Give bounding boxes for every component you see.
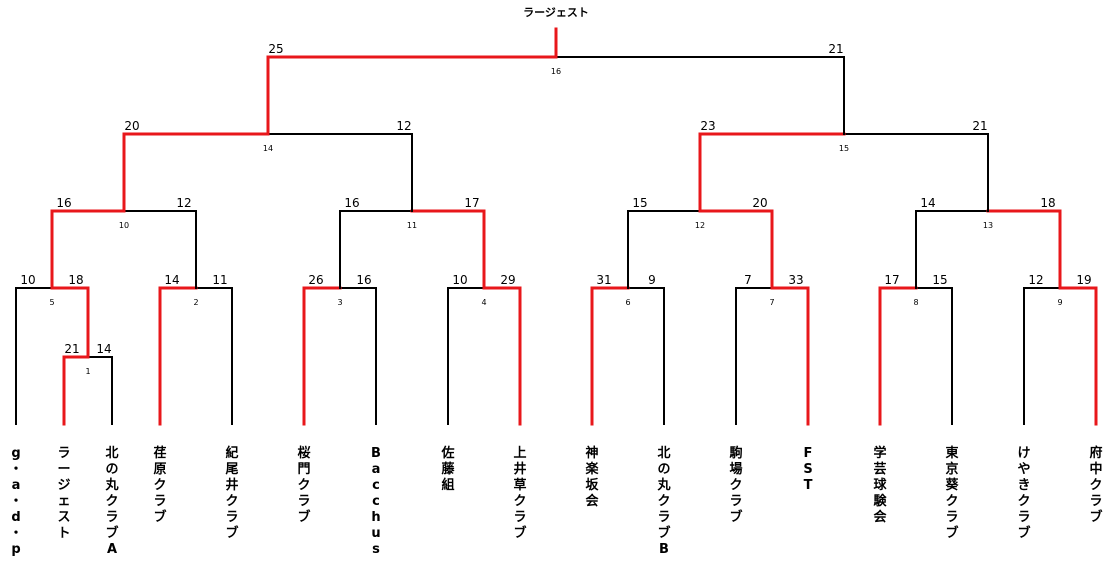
match-score: 31 [596, 273, 611, 287]
match-score: 21 [828, 42, 843, 56]
bracket-labels: 21 14 1 10 18 5 14 11 2 26 16 3 10 29 4 31 9 6 7 33 7 17 15 8 12… [20, 42, 1091, 376]
match-number: 8 [913, 298, 918, 307]
match-score: 23 [700, 119, 715, 133]
match-number: 12 [695, 221, 705, 230]
match-score: 25 [268, 42, 283, 56]
match-score: 20 [752, 196, 767, 210]
match-number: 7 [769, 298, 774, 307]
team-name: 上井草クラブ [513, 446, 526, 541]
match-score: 17 [884, 273, 899, 287]
team-name: 神楽坂会 [584, 445, 599, 509]
match-score: 29 [500, 273, 515, 287]
team-name: 荏原クラブ [153, 445, 166, 525]
match-score: 17 [464, 196, 479, 210]
match-number: 5 [49, 298, 54, 307]
team-name: 駒場クラブ [728, 445, 742, 525]
team-name: 佐藤組 [440, 445, 455, 493]
match-score: 15 [932, 273, 947, 287]
match-score: 10 [452, 273, 467, 287]
match-number: 2 [193, 298, 198, 307]
match-score: 21 [64, 342, 79, 356]
team-name: 府中クラブ [1089, 445, 1102, 525]
match-score: 14 [920, 196, 935, 210]
match-number: 13 [983, 221, 993, 230]
match-score: 20 [124, 119, 139, 133]
match-number: 9 [1057, 298, 1062, 307]
match-score: 12 [176, 196, 191, 210]
match-score: 18 [1040, 196, 1055, 210]
match-score: 16 [344, 196, 359, 210]
match-score: 7 [744, 273, 752, 287]
champion-label: ラージェスト [523, 6, 589, 19]
match-score: 18 [68, 273, 83, 287]
match-score: 14 [164, 273, 179, 287]
match-score: 14 [96, 342, 111, 356]
team-name: g・a・d・p [9, 446, 22, 557]
match-score: 9 [648, 273, 656, 287]
match-score: 12 [1028, 273, 1043, 287]
match-number: 15 [839, 144, 849, 153]
match-score: 19 [1076, 273, 1091, 287]
match-score: 21 [972, 119, 987, 133]
match-score: 16 [356, 273, 371, 287]
match-score: 12 [396, 119, 411, 133]
match-score: 11 [212, 273, 227, 287]
team-name: 学芸球験会 [873, 445, 887, 525]
match-score: 16 [56, 196, 71, 210]
team-name: けやきクラブ [1017, 446, 1030, 541]
match-number: 4 [481, 298, 486, 307]
match-number: 1 [85, 367, 90, 376]
match-score: 33 [788, 273, 803, 287]
team-name: 紀尾井クラブ [225, 445, 238, 541]
match-score: 15 [632, 196, 647, 210]
team-name: ラージェスト [57, 446, 70, 541]
match-number: 11 [407, 221, 417, 230]
team-name: 桜門クラブ [297, 445, 310, 525]
match-score: 10 [20, 273, 35, 287]
bracket-lines [15, 27, 1098, 426]
match-number: 10 [119, 221, 129, 230]
match-number: 3 [337, 298, 342, 307]
match-number: 14 [263, 144, 273, 153]
match-score: 26 [308, 273, 323, 287]
match-number: 6 [625, 298, 630, 307]
match-number: 16 [551, 67, 561, 76]
team-name: 東京葵クラブ [945, 445, 959, 541]
